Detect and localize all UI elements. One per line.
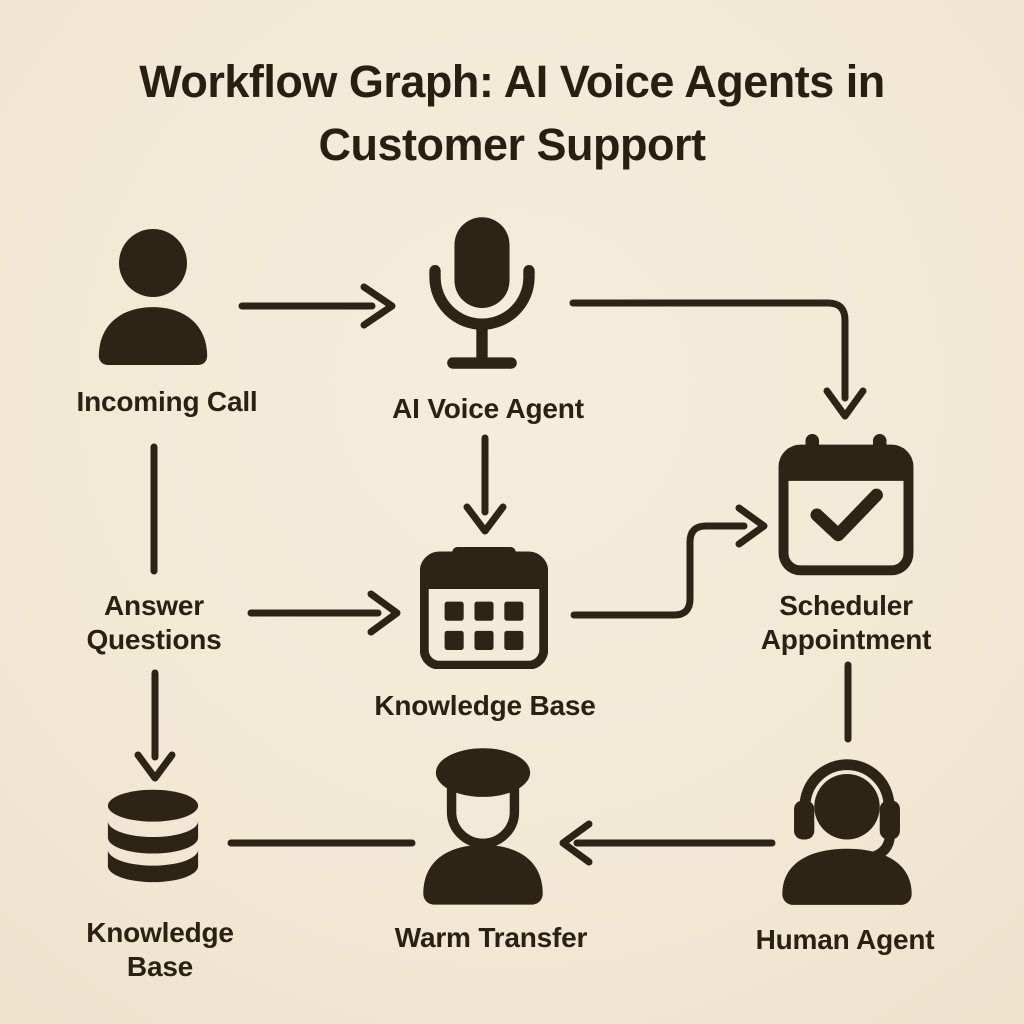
person-icon [98, 229, 208, 365]
calendar-check-icon [778, 434, 914, 576]
edge-agent-to-scheduler [569, 299, 867, 420]
database-icon [107, 789, 199, 883]
ai-voice-agent-label: AI Voice Agent [392, 393, 584, 424]
calendar-grid-icon [420, 547, 548, 669]
microphone-icon [429, 217, 535, 369]
incoming-call-label: Incoming Call [76, 386, 258, 417]
edge-agent-to-knowledge-base [463, 434, 507, 535]
knowledge-base-db-label: Knowledge Base [86, 917, 234, 982]
warm-transfer-label: Warm Transfer [394, 922, 588, 953]
headset-person-icon [782, 759, 912, 905]
edge-answer-questions-to-knowledge-base [247, 590, 401, 636]
edge-human-agent-to-warm-transfer [559, 820, 776, 866]
person-hat-icon [423, 748, 543, 905]
answer-questions-label: Answer Questions [86, 590, 222, 655]
edge-incoming-to-agent [238, 283, 396, 329]
scheduler-appointment-label: Scheduler Appointment [760, 590, 932, 655]
page-title: Workflow Graph: AI Voice Agents in Custo… [139, 56, 885, 170]
check-mark [810, 488, 883, 542]
knowledge-base-center-label: Knowledge Base [374, 690, 596, 721]
human-agent-label: Human Agent [755, 924, 935, 955]
edge-knowledge-base-to-scheduler [570, 504, 768, 619]
edge-answer-questions-to-database [134, 669, 176, 782]
